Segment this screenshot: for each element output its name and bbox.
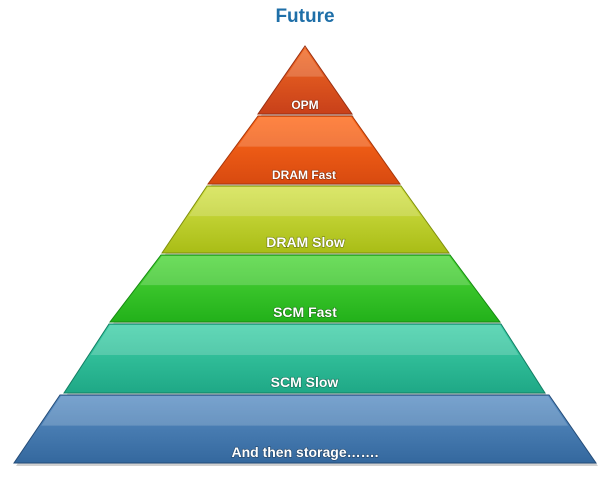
tier-dram-slow-label: DRAM Slow [266,234,345,250]
diagram-title: Future [275,6,335,27]
tier-dram-fast-label: DRAM Fast [272,168,336,182]
tier-dram-slow-highlight [188,187,421,217]
tier-opm-label: OPM [291,98,318,112]
tier-opm [257,45,353,115]
tier-storage-label: And then storage……. [231,444,378,460]
tier-dram-fast [207,115,401,185]
tier-scm-fast-label: SCM Fast [273,304,337,320]
tier-dram-slow [161,185,450,254]
tier-dram-fast-highlight [237,117,372,147]
tier-storage-highlight [41,396,569,426]
tier-storage [13,394,597,464]
tier-scm-fast [108,254,501,323]
tier-scm-slow-highlight [90,325,519,356]
tier-scm-slow [63,323,546,394]
tier-scm-fast-highlight [140,256,471,286]
tier-opm-highlight [285,47,325,77]
tier-scm-slow-label: SCM Slow [271,374,339,390]
